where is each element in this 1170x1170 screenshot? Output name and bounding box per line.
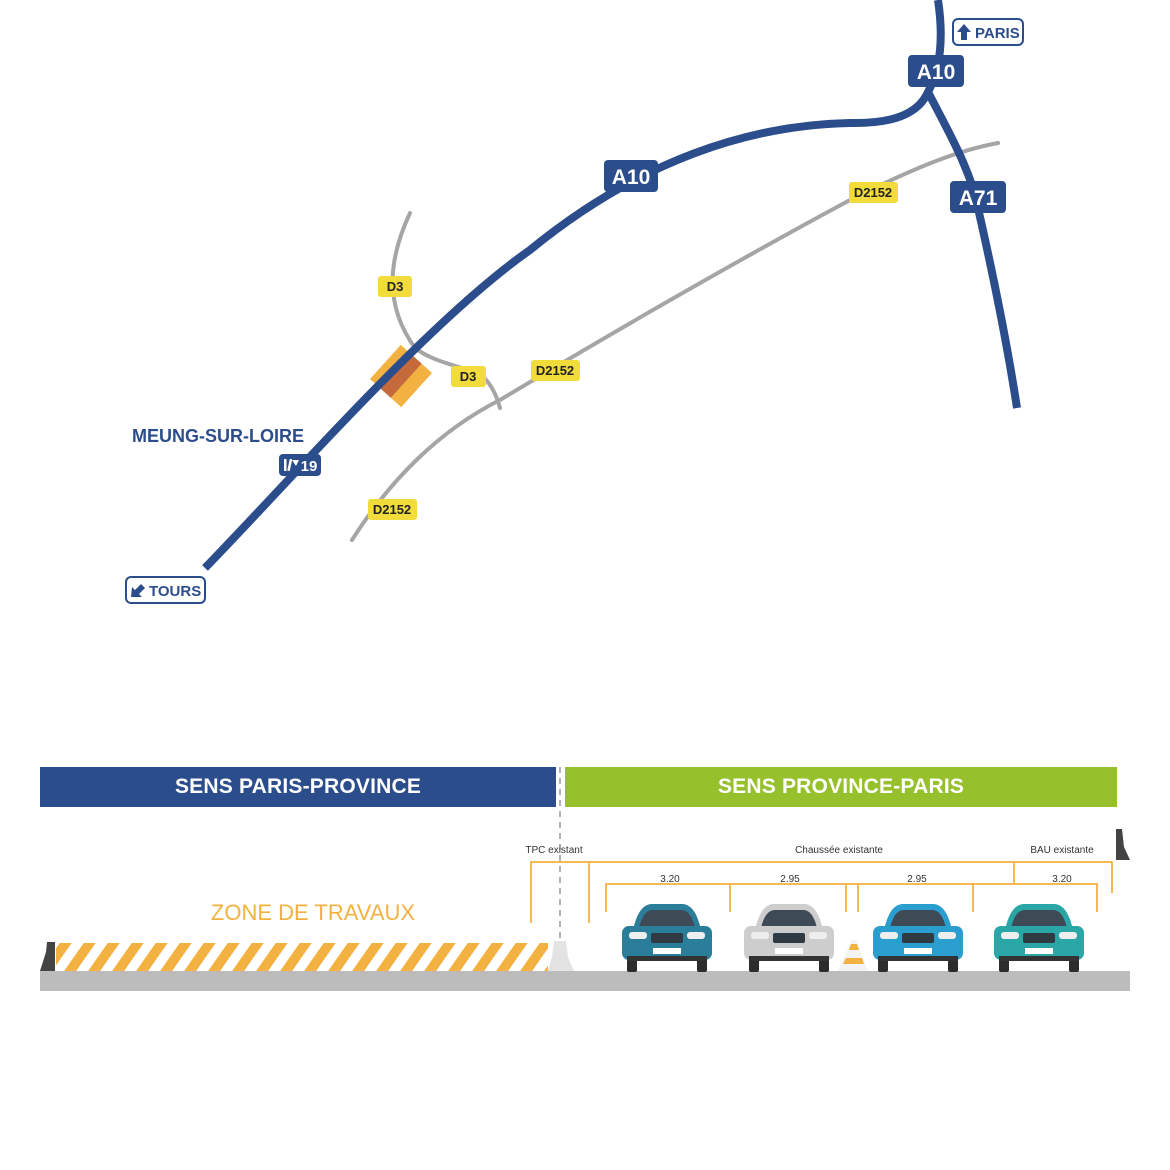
car-icon-4	[994, 904, 1084, 972]
road-d3	[390, 211, 502, 410]
shield-a71: A71	[950, 181, 1006, 213]
left-barrier	[40, 942, 55, 971]
exit-icon	[284, 458, 299, 472]
label-d3-north: D3	[378, 276, 412, 297]
works-label: ZONE DE TRAVAUX	[211, 900, 415, 925]
road-a71	[924, 90, 1021, 409]
svg-text:A10: A10	[917, 61, 956, 84]
label-d3-south: D3	[451, 366, 486, 387]
lane-width-2: 2.95	[780, 874, 800, 885]
road-ground	[40, 971, 1130, 991]
car-icon-2	[744, 904, 834, 972]
svg-text:D3: D3	[460, 369, 477, 384]
car-icon-1	[622, 904, 712, 972]
shield-a10-north: A10	[908, 55, 964, 87]
tpc-label: TPC existant	[525, 845, 582, 856]
header-paris-province: SENS PARIS-PROVINCE	[174, 775, 422, 798]
header-paris-province-bar	[40, 767, 556, 807]
cars	[622, 904, 1084, 972]
arrow-down-left-icon	[131, 584, 145, 597]
arrow-up-icon	[957, 24, 971, 40]
svg-text:D3: D3	[387, 279, 404, 294]
label-d2152-center: D2152	[531, 360, 580, 381]
label-d2152-west: D2152	[368, 499, 417, 520]
traffic-cone-icon	[838, 940, 868, 971]
works-hatch	[56, 943, 548, 971]
svg-text:TOURS: TOURS	[149, 583, 201, 600]
svg-text:D2152: D2152	[854, 185, 892, 200]
direction-paris: PARIS	[952, 18, 1024, 46]
road-d2152	[350, 141, 1000, 542]
works-zone-marker	[370, 344, 432, 408]
label-d2152-east: D2152	[849, 182, 898, 203]
header-province-paris: SENS PROVINCE-PARIS	[717, 775, 965, 798]
svg-text:19: 19	[301, 458, 318, 475]
chaussee-label: Chaussée existante	[795, 845, 883, 856]
town-label: MEUNG-SUR-LOIRE	[132, 426, 304, 446]
lane-width-1: 3.20	[660, 874, 680, 885]
header-province-paris-bar	[565, 767, 1117, 807]
motorways	[202, 0, 1021, 571]
bau-label: BAU existante	[1030, 845, 1094, 856]
svg-text:A10: A10	[612, 166, 651, 189]
svg-text:D2152: D2152	[373, 502, 411, 517]
lane-width-4: 3.20	[1052, 874, 1072, 885]
direction-tours: TOURS	[125, 576, 206, 604]
right-barrier	[1116, 829, 1130, 860]
exit-badge: 19	[279, 454, 321, 476]
median-barrier	[548, 941, 574, 971]
shield-a10: A10	[604, 160, 658, 192]
lane-width-3: 2.95	[907, 874, 927, 885]
car-icon-3	[873, 904, 963, 972]
svg-text:PARIS: PARIS	[975, 25, 1020, 42]
svg-text:A71: A71	[959, 187, 998, 210]
road-a10	[202, 0, 945, 571]
svg-text:D2152: D2152	[536, 363, 574, 378]
dimension-lines	[530, 861, 1113, 923]
secondary-roads	[350, 141, 1000, 542]
